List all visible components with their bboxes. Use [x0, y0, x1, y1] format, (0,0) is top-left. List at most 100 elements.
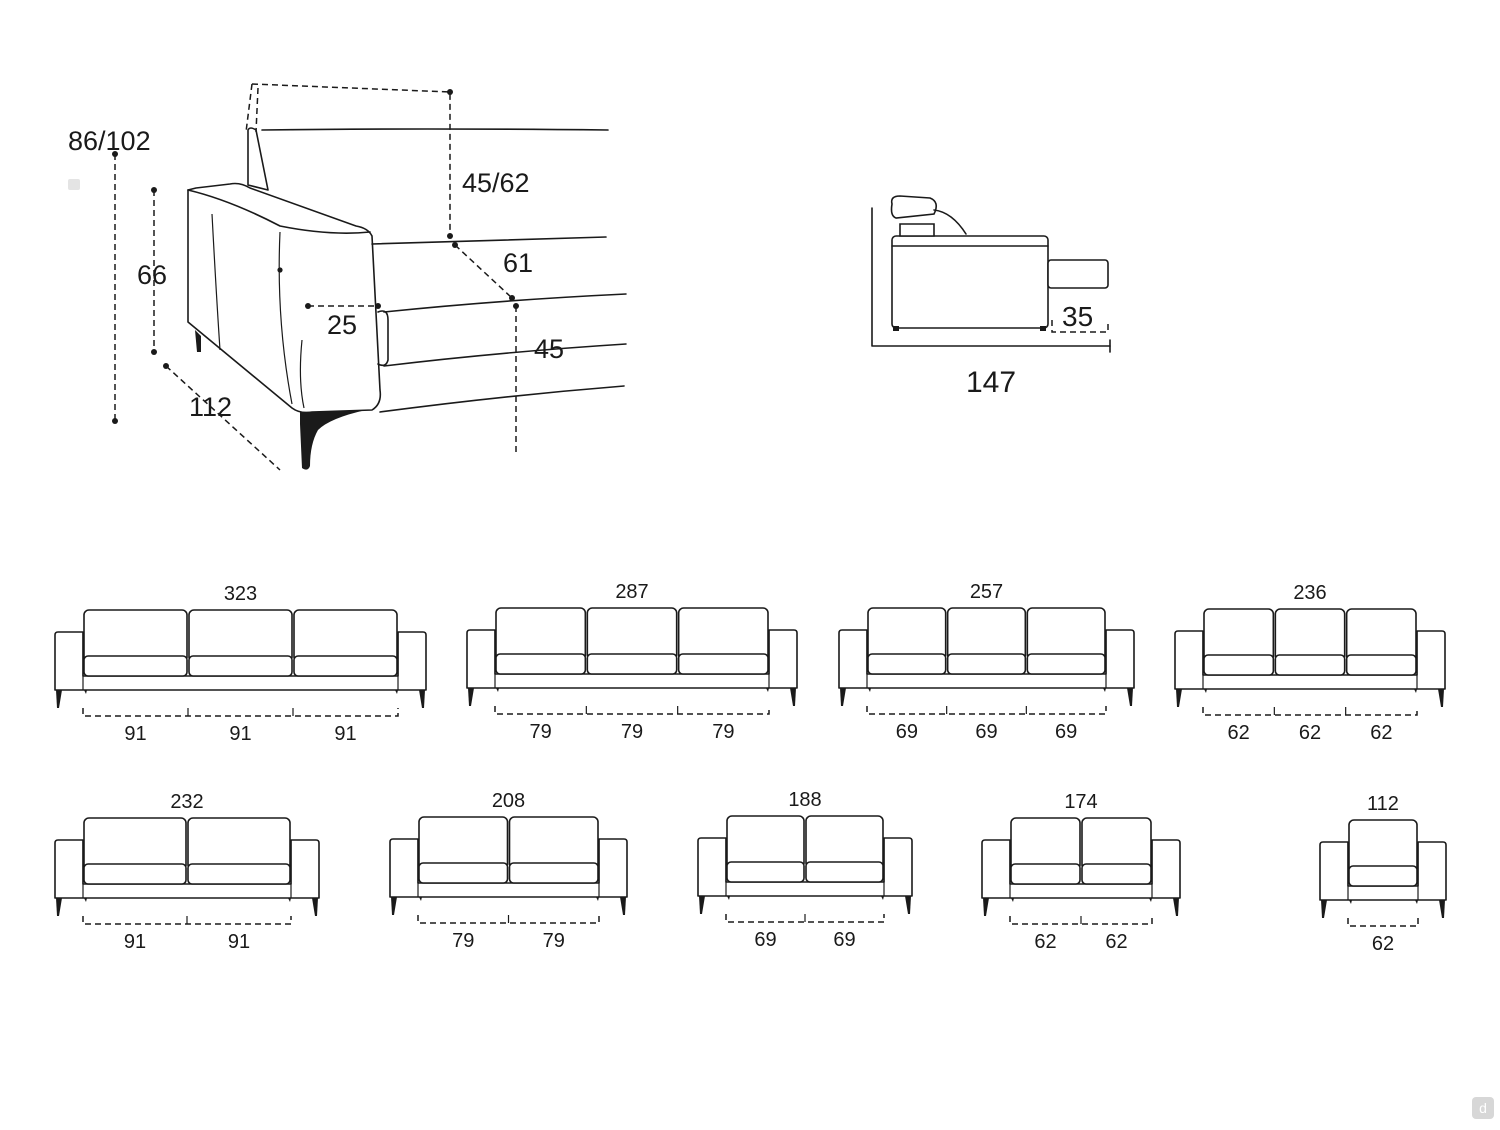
seat-cushion	[1274, 654, 1346, 676]
seat-cushion	[293, 655, 398, 677]
seat-cushion	[726, 861, 805, 883]
back-cushion	[726, 815, 805, 869]
seat-cushion	[418, 862, 509, 884]
sofa-leg	[699, 896, 705, 914]
sofa-model-112: 112 62	[1319, 793, 1447, 955]
seat-cushion	[1026, 653, 1106, 675]
seat-width-label: 79	[452, 930, 474, 952]
sofa-leg	[620, 897, 626, 915]
armrest-height-label: 66	[137, 260, 167, 290]
sofa-leg	[1438, 689, 1444, 707]
back-cushion	[188, 609, 293, 663]
sofa-model-188: 188 69 69	[697, 789, 913, 951]
sofa-leg	[1439, 900, 1445, 918]
seat-width-label: 91	[228, 931, 250, 953]
seat-width-label: 69	[833, 929, 855, 951]
model-width-label: 323	[224, 583, 257, 605]
model-width-label: 236	[1293, 582, 1326, 604]
seat-width-label: 62	[1299, 722, 1321, 744]
back-cushion	[187, 817, 291, 871]
back-cushion	[1345, 608, 1417, 662]
sofa-leg	[1321, 900, 1327, 918]
seat-cushion	[677, 653, 769, 675]
headrest-range-label: 45/62	[462, 168, 530, 198]
seat-width-label: 79	[712, 721, 734, 743]
sofa-leg	[840, 688, 846, 706]
sofa-model-232: 232 91 91	[54, 791, 320, 953]
seat-cushion	[1203, 654, 1275, 676]
seat-cushion	[586, 653, 678, 675]
footrest-extension-label: 35	[1062, 301, 1093, 332]
seat-width-label: 62	[1034, 931, 1056, 953]
seat-cushion	[805, 861, 884, 883]
sofa-leg	[391, 897, 397, 915]
model-width-label: 257	[970, 581, 1003, 603]
seat-width-label: 69	[896, 721, 918, 743]
back-cushion	[677, 607, 769, 661]
back-cushion	[1010, 817, 1081, 871]
back-cushion	[1348, 819, 1418, 873]
sofa-leg	[312, 898, 318, 916]
seat-width-label: 91	[124, 931, 146, 953]
seat-width-label: 62	[1372, 933, 1394, 955]
seat-cushion	[83, 863, 187, 885]
armrest-width-label: 25	[327, 310, 357, 340]
back-cushion	[495, 607, 587, 661]
total-length-label: 147	[966, 366, 1016, 399]
sofa-leg	[1127, 688, 1133, 706]
seat-width-label: 62	[1370, 722, 1392, 744]
sofa-model-257: 257 69 69 69	[838, 581, 1135, 743]
seat-width-label: 69	[754, 929, 776, 951]
seat-cushion	[508, 862, 599, 884]
seat-width-label: 91	[229, 723, 251, 745]
back-cushion	[1026, 607, 1106, 661]
back-cushion	[293, 609, 398, 663]
seat-cushion	[495, 653, 587, 675]
brand-logo: d	[1472, 1097, 1494, 1119]
sofa-leg	[983, 898, 989, 916]
seat-width-label: 79	[621, 721, 643, 743]
seat-cushion	[1010, 863, 1081, 885]
total-height-label: 86/102	[68, 126, 151, 156]
back-cushion	[1081, 817, 1152, 871]
model-width-label: 232	[170, 791, 203, 813]
back-cushion	[1203, 608, 1275, 662]
back-cushion	[805, 815, 884, 869]
back-cushion	[508, 816, 599, 870]
sofa-leg	[1176, 689, 1182, 707]
perspective-detail-view: 86/102 66 112 45/62 61 25 45	[68, 83, 627, 471]
model-width-label: 112	[1367, 793, 1399, 815]
seat-cushion	[1345, 654, 1417, 676]
seat-depth-label: 61	[503, 248, 533, 278]
model-width-label: 188	[788, 789, 821, 811]
model-width-label: 174	[1064, 791, 1097, 813]
marker-square-icon	[68, 179, 80, 190]
sofa-leg	[468, 688, 474, 706]
seat-cushion	[867, 653, 947, 675]
seat-cushion	[1348, 865, 1418, 887]
seat-width-label: 69	[975, 721, 997, 743]
seat-cushion	[1081, 863, 1152, 885]
seat-width-label: 91	[334, 723, 356, 745]
seat-cushion	[83, 655, 188, 677]
back-cushion	[418, 816, 509, 870]
sofa-leg	[56, 898, 62, 916]
sofa-leg	[905, 896, 911, 914]
sofa-model-323: 323 91 91 91	[54, 583, 427, 745]
sofa-leg	[419, 690, 425, 708]
seat-width-label: 91	[124, 723, 146, 745]
seat-height-label: 45	[534, 334, 564, 364]
seat-cushion	[188, 655, 293, 677]
back-cushion	[83, 817, 187, 871]
side-view: 35 147	[871, 195, 1111, 399]
back-cushion	[586, 607, 678, 661]
seat-width-label: 69	[1055, 721, 1077, 743]
seat-width-label: 62	[1105, 931, 1127, 953]
depth-label: 112	[189, 392, 232, 422]
sofa-model-174: 174 62 62	[981, 791, 1181, 953]
